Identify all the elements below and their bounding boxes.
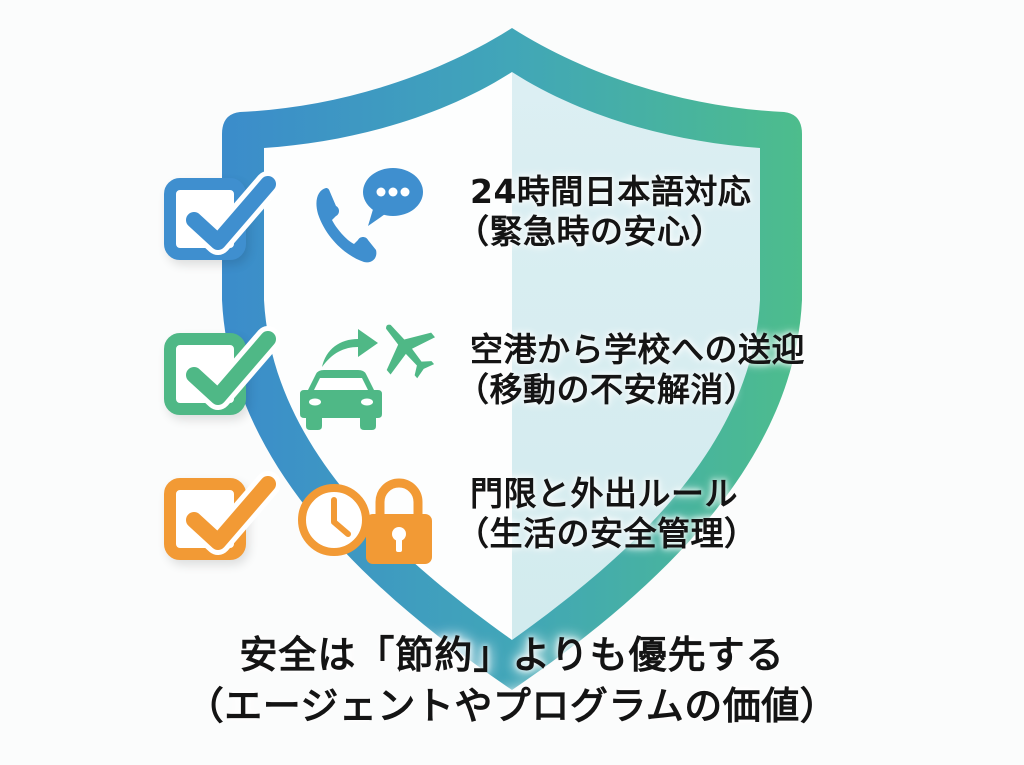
arrow-icon xyxy=(322,329,378,367)
checkmark-icon xyxy=(181,471,280,555)
feature-title: 門限と外出ルール xyxy=(470,474,738,513)
footer-headline: 安全は「節約」よりも優先する xyxy=(239,633,785,677)
footer-subline: （エージェントやプログラムの価値） xyxy=(185,684,839,728)
checkmark-icon xyxy=(181,171,280,255)
phone-icon xyxy=(316,188,377,263)
feature-title: 空港から学校への送迎 xyxy=(470,330,805,369)
car-icon xyxy=(300,370,382,430)
feature-title: 24時間日本語対応 xyxy=(470,172,752,211)
feature-subtitle: （移動の不安解消） xyxy=(456,370,758,409)
clock-icon xyxy=(298,484,370,556)
airplane-icon xyxy=(386,324,436,379)
chat-bubble-icon xyxy=(363,168,423,226)
feature-subtitle: （緊急時の安心） xyxy=(456,212,724,251)
feature-subtitle: （生活の安全管理） xyxy=(456,514,758,553)
footer-message: 安全は「節約」よりも優先する （エージェントやプログラムの価値） xyxy=(0,630,1024,732)
padlock-icon xyxy=(366,478,432,564)
checkmark-icon xyxy=(181,326,280,410)
